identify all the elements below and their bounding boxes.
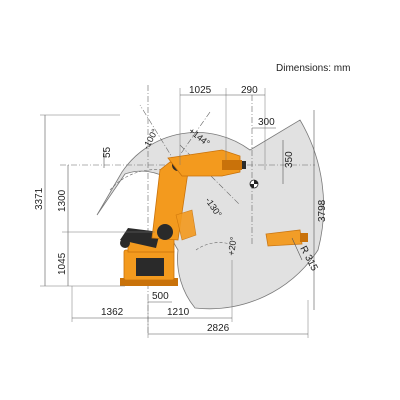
dim-3371-label: 3371 [34, 187, 45, 210]
dim-350-label: 350 [284, 151, 295, 168]
inner-boundary-arc-2 [195, 242, 231, 251]
dim-line-r315 [291, 237, 303, 261]
arm-line-144 [174, 111, 211, 163]
angle-p20-label: +20° [226, 236, 239, 256]
dim-1025-label: 1025 [189, 85, 212, 96]
dim-290-label: 290 [241, 85, 258, 96]
inner-boundary-arc [109, 169, 163, 191]
dim-500-label: 500 [152, 291, 169, 302]
dim-1300-label: 1300 [57, 189, 68, 212]
robot-arm [120, 149, 308, 286]
robot-ghost-wrist [300, 233, 308, 242]
counterbalance [120, 228, 160, 248]
dim-55-label: 55 [102, 146, 113, 158]
robot-wrist [222, 160, 242, 170]
robot-base-plate [120, 278, 178, 286]
robot-base-motor [136, 258, 164, 276]
dim-3798-label: 3798 [317, 199, 328, 222]
tcp-marker [249, 179, 259, 189]
dim-1362-label: 1362 [101, 307, 124, 318]
joint-a2 [157, 224, 173, 240]
dim-1210-label: 1210 [167, 307, 190, 318]
robot-arm-down-ghost [175, 209, 197, 241]
dim-300-label: 300 [258, 117, 275, 128]
dim-2826-label: 2826 [207, 323, 230, 334]
counterbalance-cap [120, 238, 130, 248]
units-note: Dimensions: mm [276, 63, 350, 74]
dim-1045-label: 1045 [57, 252, 68, 275]
robot-arm-extended-ghost [265, 229, 303, 247]
robot-flange [242, 161, 246, 169]
arm-line-100 [139, 104, 176, 163]
